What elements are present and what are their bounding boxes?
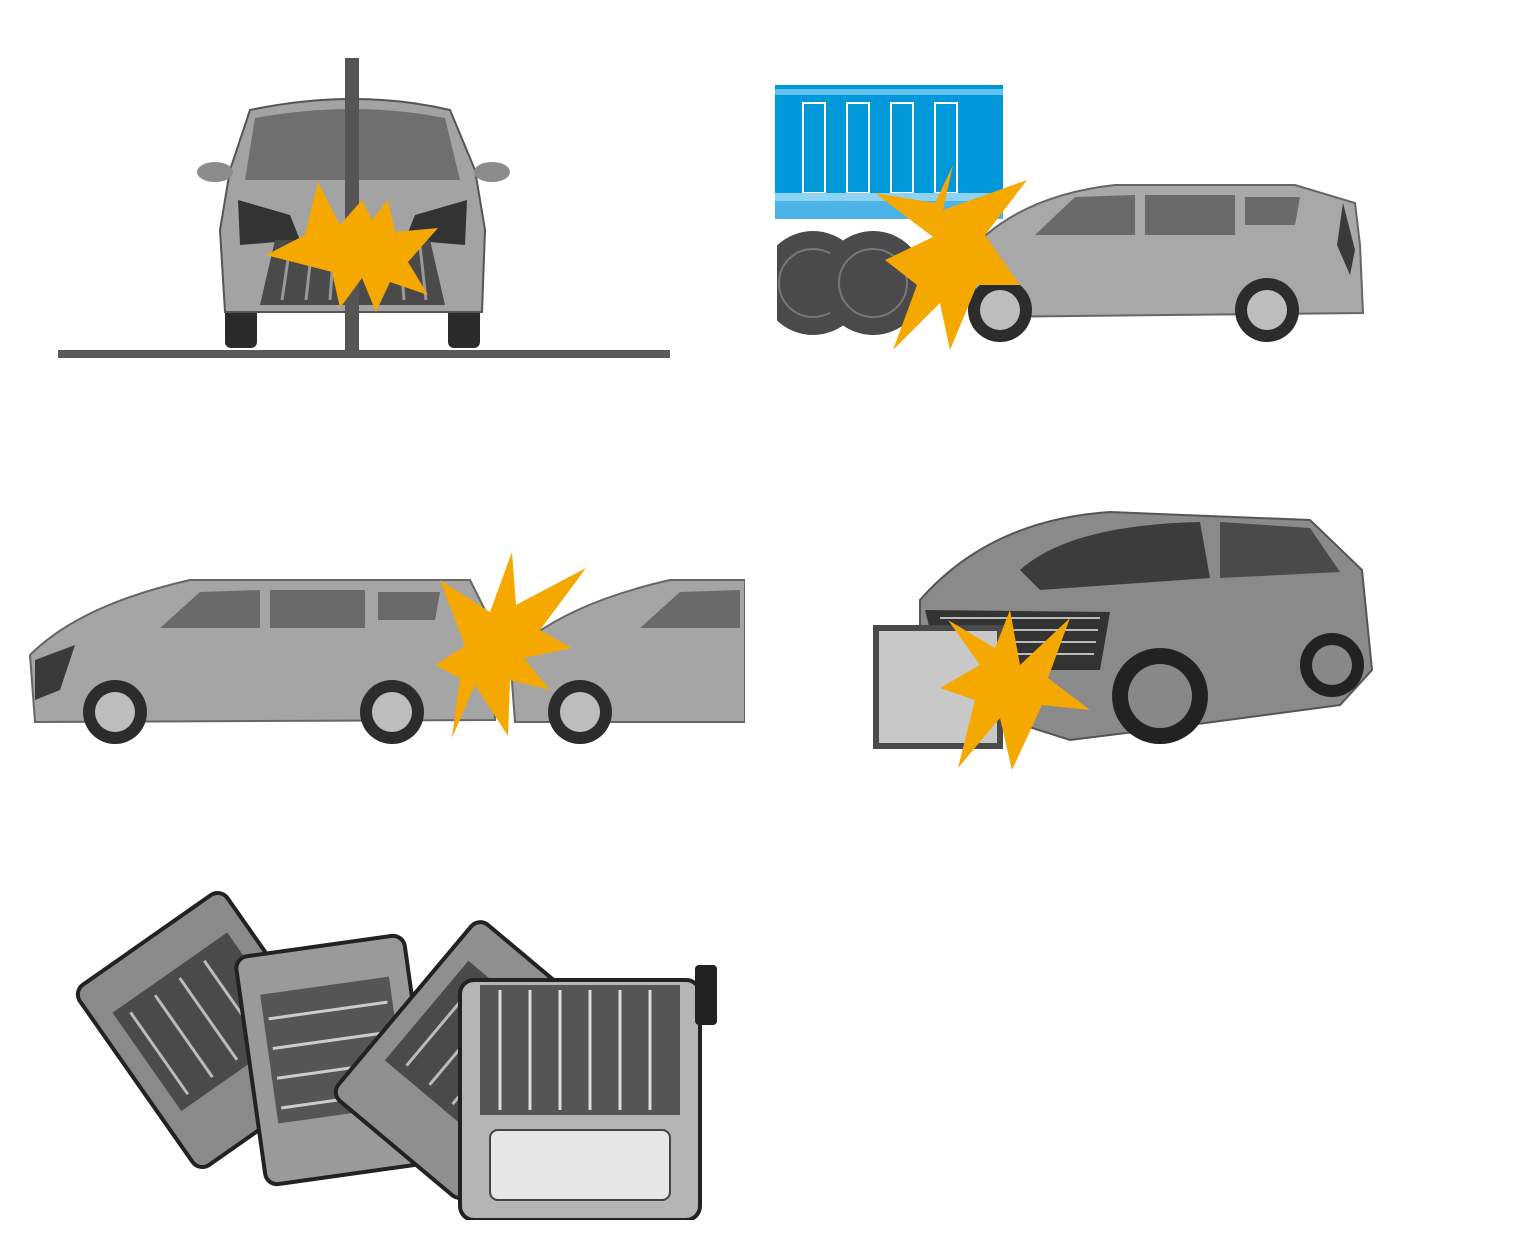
- rear-impact-panel: [20, 550, 745, 750]
- minivan-front-car: [508, 579, 745, 744]
- minivan-side-view: [968, 184, 1365, 342]
- truck-impact-illustration: [775, 85, 1365, 350]
- ground-line: [58, 350, 670, 358]
- impact-burst: [875, 165, 1027, 350]
- minivan-rear-car: [28, 579, 497, 744]
- rollover-panel: [60, 860, 740, 1220]
- impact-burst: [435, 552, 586, 738]
- truck-impact-panel: [775, 85, 1375, 355]
- pole: [345, 58, 359, 353]
- pole-impact-panel: [50, 50, 690, 370]
- rollover-car-4: [458, 965, 717, 1220]
- barrier-impact-panel: [870, 500, 1380, 780]
- pole-impact-illustration: [58, 58, 670, 358]
- rollover-illustration: [75, 890, 717, 1220]
- impact-burst: [266, 182, 438, 312]
- rear-impact-illustration: [28, 552, 745, 744]
- impact-burst: [940, 610, 1090, 770]
- barrier-impact-illustration: [873, 510, 1374, 770]
